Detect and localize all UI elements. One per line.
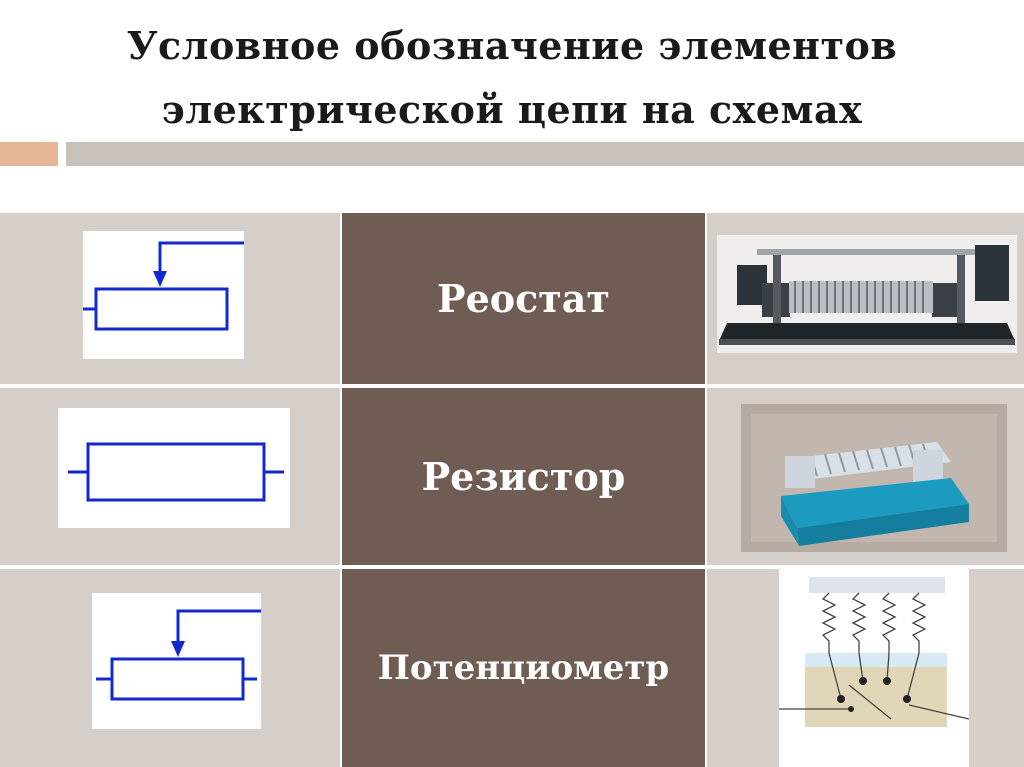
resistor-photo-cell [707,388,1024,565]
potentiometer-name-cell: Потенциометр [342,569,705,767]
rheostat-symbol-cell [0,213,340,384]
slide-title-line-2: электрической цепи на схемах [161,87,863,132]
potentiometer-symbol-cell [0,569,340,767]
slide-title: Условное обозначение элементов электриче… [0,14,1024,142]
title-accent-bar [0,142,58,166]
rheostat-name-cell: Реостат [342,213,705,384]
resistor-symbol [58,408,290,528]
resistor-label: Резистор [421,454,626,499]
potentiometer-label: Потенциометр [377,648,670,688]
slide-title-line-1: Условное обозначение элементов [126,23,898,68]
potentiometer-symbol [92,593,261,729]
resistor-photo [741,404,1007,552]
rheostat-symbol [83,231,244,359]
resistor-name-cell: Резистор [342,388,705,565]
title-divider-bar [66,142,1024,166]
rheostat-photo [717,235,1017,353]
elements-table: Реостат [0,213,1024,767]
rheostat-photo-cell [707,213,1024,384]
resistor-symbol-cell [0,388,340,565]
potentiometer-diagram [779,569,969,767]
rheostat-label: Реостат [437,276,610,321]
potentiometer-photo-cell [707,569,1024,767]
